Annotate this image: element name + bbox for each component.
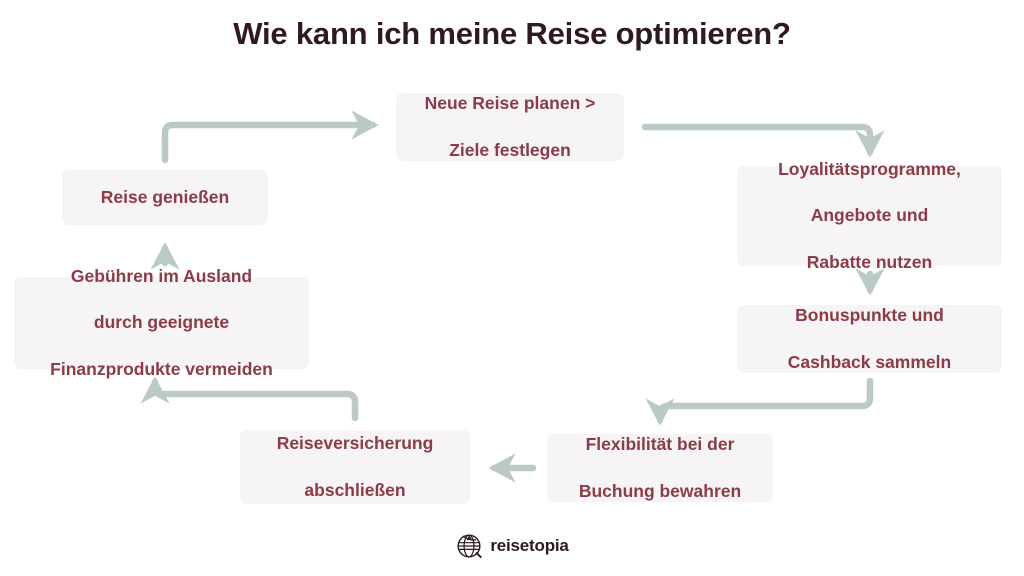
- node-reiseversicherung[interactable]: Reiseversicherung abschließen: [240, 430, 470, 504]
- edge-plan-to-loyalty: [641, 123, 885, 158]
- edge-bonus-to-flex: [645, 377, 874, 426]
- node-line: Cashback sammeln: [787, 351, 952, 372]
- node-line: durch geeignete: [93, 312, 230, 333]
- node-reise-geniessen[interactable]: Reise genießen: [62, 170, 268, 225]
- node-neue-reise-planen[interactable]: Neue Reise planen > Ziele festlegen: [396, 93, 624, 161]
- node-line: Angebote und: [810, 205, 929, 226]
- node-line: Reise genießen: [100, 186, 230, 207]
- node-flexibilitaet-buchung[interactable]: Flexibilität bei der Buchung bewahren: [547, 434, 773, 502]
- node-line: Finanzprodukte vermeiden: [50, 358, 273, 379]
- node-line: Gebühren im Ausland: [70, 265, 253, 286]
- page-title: Wie kann ich meine Reise optimieren?: [233, 16, 791, 51]
- node-gebuehren-ausland[interactable]: Gebühren im Ausland durch geeignete Fina…: [14, 266, 309, 379]
- globe-icon: [457, 534, 483, 558]
- node-line: abschließen: [304, 479, 406, 500]
- node-line: Buchung bewahren: [578, 480, 742, 501]
- node-line: Neue Reise planen >: [424, 93, 596, 114]
- brand-logo: reisetopia: [0, 532, 1024, 560]
- node-line: Ziele festlegen: [449, 139, 571, 160]
- node-bonuspunkte-cashback[interactable]: Bonuspunkte und Cashback sammeln: [737, 305, 1002, 373]
- edge-enjoy-to-plan: [161, 110, 379, 164]
- logo-text: reisetopia: [490, 536, 569, 555]
- node-line: Bonuspunkte und: [795, 305, 944, 326]
- edge-insure-to-fees: [140, 376, 359, 422]
- node-line: Flexibilität bei der: [585, 434, 735, 455]
- node-line: Reiseversicherung: [276, 433, 434, 454]
- node-line: Rabatte nutzen: [806, 251, 933, 272]
- node-loyalitaetsprogramme[interactable]: Loyalitätsprogramme, Angebote und Rabatt…: [737, 159, 1002, 272]
- node-line: Loyalitätsprogramme,: [778, 158, 961, 179]
